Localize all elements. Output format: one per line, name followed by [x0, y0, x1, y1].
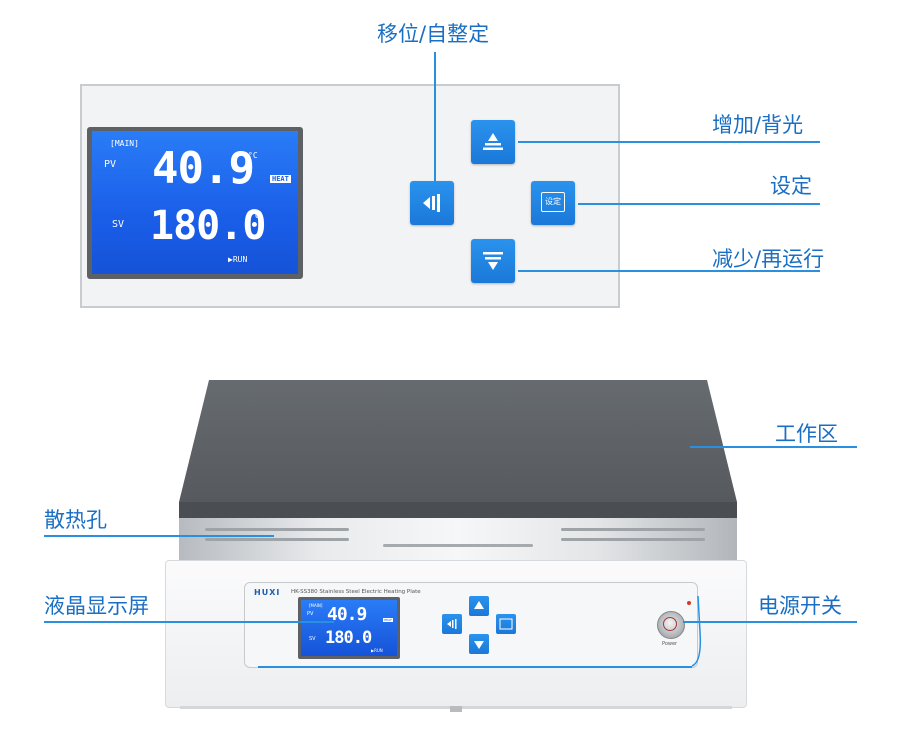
set-callout-label: 设定 [770, 174, 812, 198]
power-led [687, 601, 691, 605]
power-callout-line [683, 621, 857, 623]
mini-shift-key[interactable] [442, 614, 462, 634]
down-callout-label: 减少/再运行 [712, 247, 825, 271]
shift-left-icon [447, 619, 457, 629]
lcd-sv-unit: °C [250, 211, 260, 220]
mini-lcd-sv-value: 180.0 [325, 628, 372, 648]
triangle-up-icon [474, 601, 484, 609]
device-feet [180, 706, 732, 712]
lcd-pv-label: PV [104, 159, 117, 170]
mini-lcd-pv-value: 40.9 [327, 604, 367, 625]
set-key-label: 设定 [541, 192, 565, 212]
model-text: HK-SS380 Stainless Steel Electric Heatin… [291, 589, 421, 595]
lcd-run-indicator: ▶RUN [228, 255, 248, 264]
set-callout-line [578, 203, 820, 205]
panel-underline-curve [691, 595, 702, 667]
mini-lcd-display: [MAIN] PV 40.9 HEAT SV 180.0 ▶RUN [301, 600, 397, 656]
up-callout-label: 增加/背光 [712, 113, 804, 137]
vents-callout-label: 散热孔 [44, 508, 107, 532]
triangle-down-icon [474, 641, 484, 649]
power-callout-label: 电源开关 [758, 594, 842, 618]
lcd-sv-value: 180.0 [150, 203, 266, 249]
power-icon [663, 617, 677, 631]
shift-callout-label: 移位/自整定 [377, 22, 490, 46]
work-area-callout-line [690, 446, 857, 448]
panel-underline [258, 666, 692, 668]
brand-logo: HUXI [254, 588, 281, 597]
down-key[interactable] [471, 239, 515, 283]
lcd-pv-unit: °C [248, 151, 258, 160]
mini-lcd-sv-label: SV [309, 636, 316, 642]
lcd-heat-indicator: HEAT [270, 175, 291, 183]
mini-lcd-heat: HEAT [383, 618, 393, 622]
vent-band [179, 518, 737, 562]
up-callout-line [518, 141, 820, 143]
mini-up-key[interactable] [469, 596, 489, 616]
lcd-callout-line [44, 621, 334, 623]
mini-lcd-run: ▶RUN [371, 648, 383, 653]
work-plate [179, 380, 737, 518]
lcd-callout-label: 液晶显示屏 [44, 594, 149, 618]
shift-left-icon [423, 194, 440, 212]
triangle-up-icon [483, 133, 503, 150]
lcd-sv-label: SV [112, 219, 125, 230]
shift-key[interactable] [410, 181, 454, 225]
lcd-main-tag: [MAIN] [110, 139, 139, 148]
up-key[interactable] [471, 120, 515, 164]
mini-lcd-main-tag: [MAIN] [309, 603, 323, 608]
vents-callout-line [44, 535, 274, 537]
lcd-display: [MAIN] PV 40.9 °C HEAT SV 180.0 °C ▶RUN [92, 131, 298, 274]
mini-lcd-pv-label: PV [307, 611, 314, 617]
set-icon [499, 618, 513, 630]
shift-callout-line [434, 52, 436, 181]
power-label: Power [662, 641, 678, 647]
mini-down-key[interactable] [469, 634, 489, 654]
mini-set-key[interactable] [496, 614, 516, 634]
work-area-callout-label: 工作区 [775, 422, 838, 446]
triangle-down-icon [483, 252, 503, 270]
down-callout-line [518, 270, 820, 272]
set-key[interactable]: 设定 [531, 181, 575, 225]
lcd-pv-value: 40.9 [152, 143, 255, 194]
